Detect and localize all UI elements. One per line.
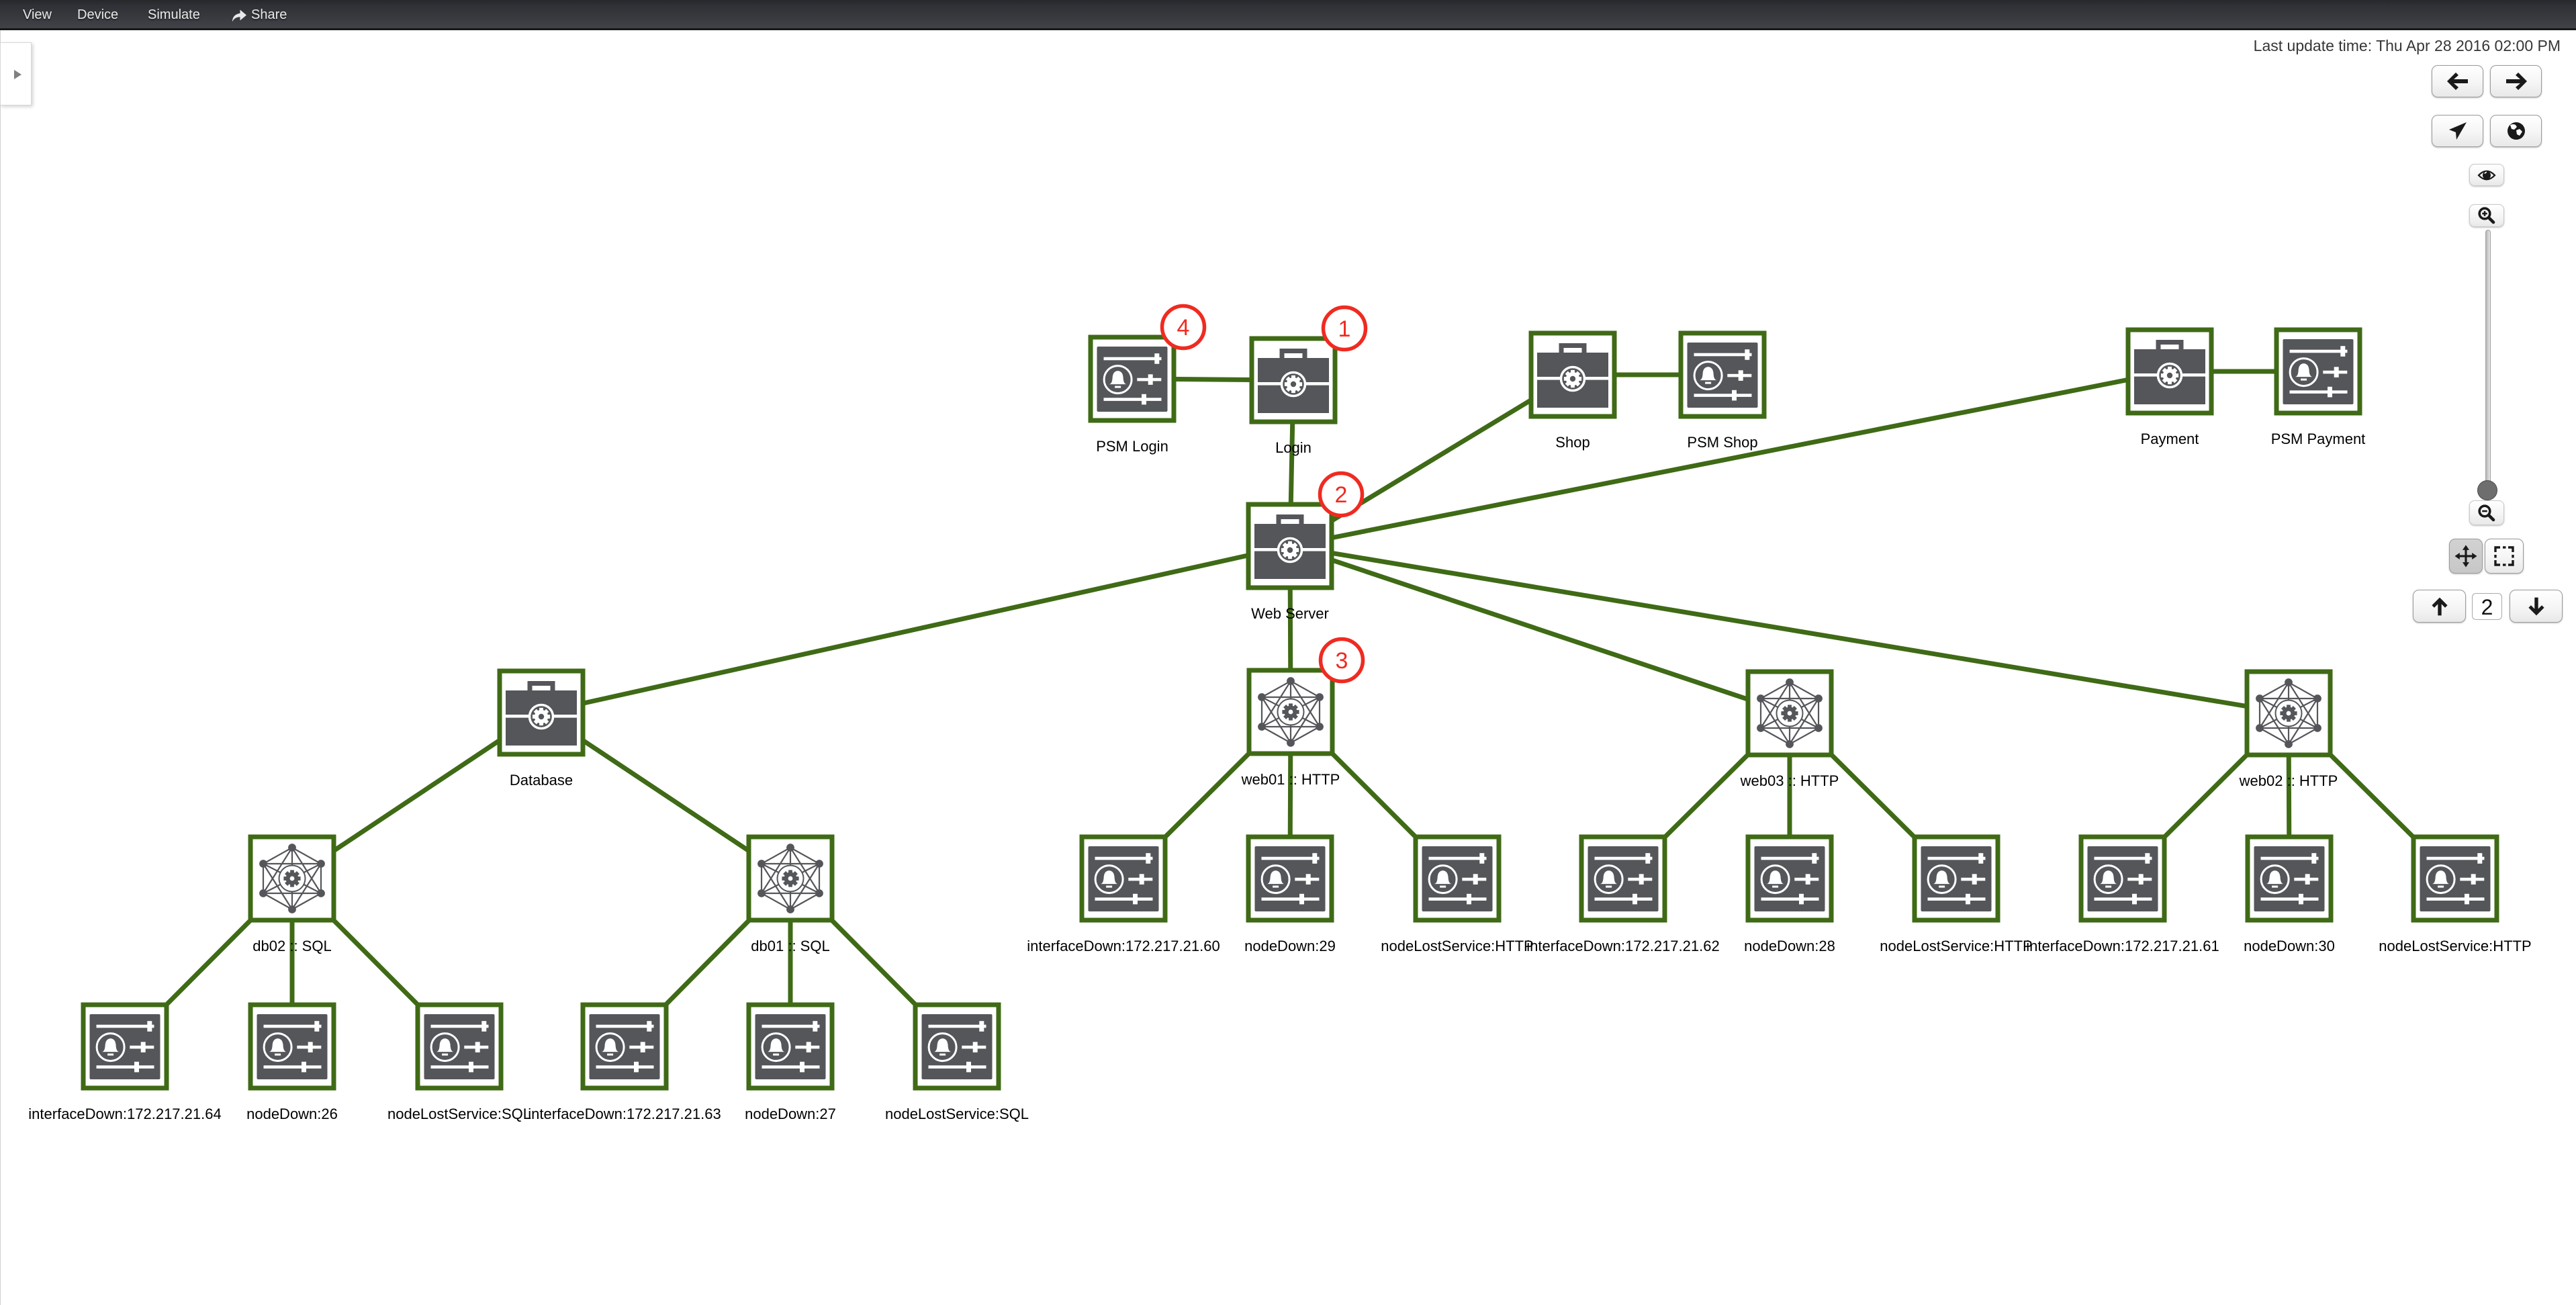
svg-text:PSM Shop: PSM Shop [1687, 434, 1757, 451]
svg-text:web02 :: HTTP: web02 :: HTTP [2239, 772, 2338, 789]
svg-text:web01 :: HTTP: web01 :: HTTP [1241, 771, 1340, 788]
svg-text:3: 3 [1336, 648, 1348, 674]
svg-text:Payment: Payment [2141, 431, 2199, 447]
svg-text:PSM Payment: PSM Payment [2271, 431, 2366, 447]
svg-text:nodeDown:30: nodeDown:30 [2244, 938, 2335, 954]
svg-text:nodeLostService:SQL: nodeLostService:SQL [387, 1106, 531, 1122]
svg-text:nodeLostService:HTTP: nodeLostService:HTTP [1880, 938, 2032, 954]
svg-text:nodeDown:27: nodeDown:27 [745, 1106, 836, 1122]
svg-text:web03 :: HTTP: web03 :: HTTP [1740, 772, 1839, 789]
svg-text:nodeLostService:HTTP: nodeLostService:HTTP [2379, 938, 2531, 954]
svg-text:Database: Database [510, 772, 573, 789]
svg-text:1: 1 [1338, 316, 1351, 342]
svg-text:nodeDown:28: nodeDown:28 [1744, 938, 1835, 954]
svg-text:interfaceDown:172.217.21.62: interfaceDown:172.217.21.62 [1526, 938, 1719, 954]
svg-text:db01 :: SQL: db01 :: SQL [751, 938, 829, 954]
svg-text:nodeDown:26: nodeDown:26 [246, 1106, 338, 1122]
svg-text:nodeLostService:HTTP: nodeLostService:HTTP [1381, 938, 1533, 954]
svg-text:db02 :: SQL: db02 :: SQL [252, 938, 331, 954]
svg-text:nodeLostService:SQL: nodeLostService:SQL [885, 1106, 1029, 1122]
svg-text:interfaceDown:172.217.21.61: interfaceDown:172.217.21.61 [2026, 938, 2219, 954]
svg-text:Shop: Shop [1555, 434, 1590, 451]
svg-text:nodeDown:29: nodeDown:29 [1244, 938, 1336, 954]
svg-text:interfaceDown:172.217.21.63: interfaceDown:172.217.21.63 [528, 1106, 721, 1122]
svg-text:interfaceDown:172.217.21.64: interfaceDown:172.217.21.64 [28, 1106, 221, 1122]
svg-text:interfaceDown:172.217.21.60: interfaceDown:172.217.21.60 [1027, 938, 1220, 954]
svg-text:2: 2 [1335, 482, 1348, 508]
svg-text:Login: Login [1275, 439, 1312, 456]
svg-text:PSM Login: PSM Login [1096, 438, 1168, 455]
svg-text:Web Server: Web Server [1251, 605, 1329, 622]
svg-text:4: 4 [1177, 315, 1190, 341]
